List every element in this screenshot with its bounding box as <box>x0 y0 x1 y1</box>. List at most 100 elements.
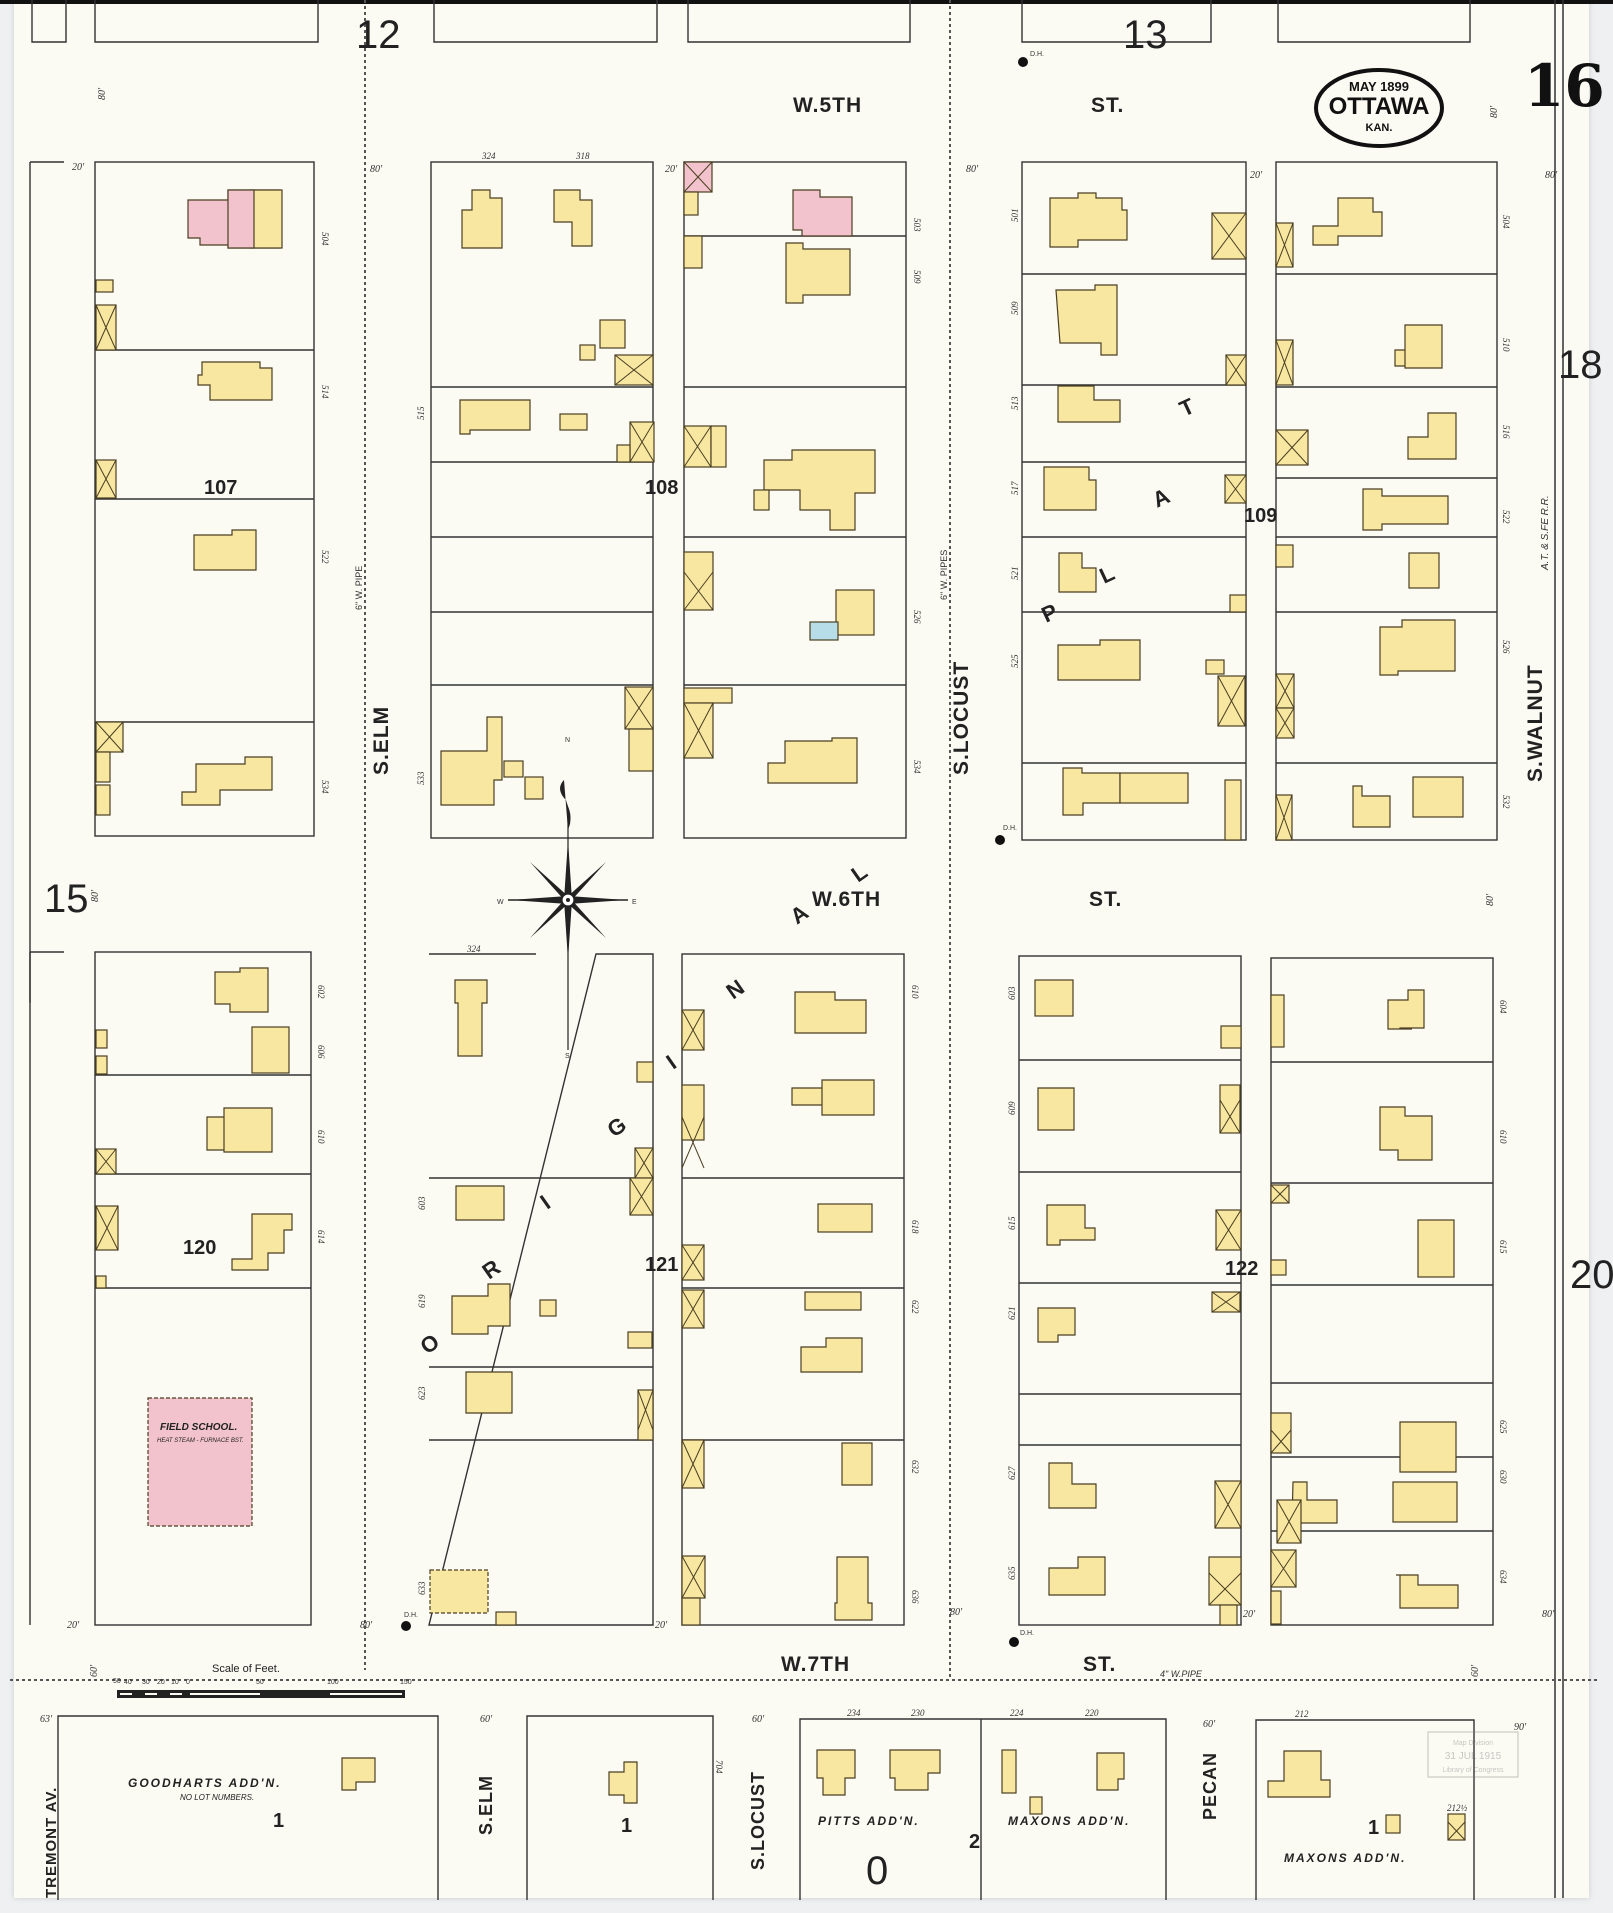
adjacent-sheet-13: 13 <box>1123 13 1168 57</box>
goodharts-addn: GOODHARTS ADD'N. <box>128 1776 282 1790</box>
svg-text:224: 224 <box>1010 1708 1024 1718</box>
map-sheet <box>14 0 1589 1898</box>
svg-text:633: 633 <box>417 1581 427 1595</box>
svg-text:509: 509 <box>912 270 922 284</box>
adjacent-sheet-12: 12 <box>356 13 401 57</box>
school-detail: HEAT STEAM - FURNACE BST. <box>157 1438 244 1444</box>
svg-text:80': 80' <box>950 1607 963 1618</box>
map-city: OTTAWA <box>1329 93 1430 120</box>
railroad-label: A.T. & S.FE R.R. <box>1540 495 1551 571</box>
field-school[interactable] <box>147 1397 253 1527</box>
svg-text:230: 230 <box>911 1708 925 1718</box>
svg-text:623: 623 <box>417 1386 427 1400</box>
svg-text:N: N <box>565 737 570 744</box>
svg-text:504: 504 <box>320 232 330 246</box>
svg-text:324: 324 <box>481 151 496 161</box>
svg-text:80': 80' <box>90 889 101 902</box>
svg-text:I: I <box>536 1190 555 1214</box>
svg-text:60': 60' <box>480 1714 493 1725</box>
block-number: 121 <box>645 1254 678 1276</box>
svg-text:80': 80' <box>97 87 108 100</box>
svg-text:603: 603 <box>417 1196 427 1210</box>
svg-text:Library of Congress: Library of Congress <box>1442 1767 1504 1774</box>
svg-text:T: T <box>1176 393 1199 422</box>
svg-text:625: 625 <box>1498 1420 1508 1434</box>
svg-text:602: 602 <box>316 985 326 999</box>
svg-text:534: 534 <box>912 760 922 774</box>
svg-text:10: 10 <box>171 1679 179 1686</box>
svg-text:212½: 212½ <box>1447 1803 1468 1813</box>
street-s-elm-lower: S.ELM <box>476 1775 496 1835</box>
map-date: MAY 1899 <box>1349 79 1409 94</box>
svg-text:627: 627 <box>1007 1466 1017 1480</box>
svg-text:234: 234 <box>847 1708 861 1718</box>
block-107[interactable]: 107 <box>29 161 315 1003</box>
svg-text:517: 517 <box>1010 481 1020 495</box>
svg-text:D.H.: D.H. <box>1003 825 1017 832</box>
svg-text:525: 525 <box>1010 654 1020 668</box>
street-w6th-st: ST. <box>1089 888 1122 911</box>
svg-text:80': 80' <box>1542 1609 1555 1620</box>
library-stamp: Map Division 31 JUL 1915 Library of Cong… <box>1427 1731 1519 1778</box>
svg-text:20': 20' <box>665 164 678 175</box>
svg-text:603: 603 <box>1007 986 1017 1000</box>
svg-text:L: L <box>1096 560 1119 588</box>
block-120[interactable]: FIELD SCHOOL. HEAT STEAM - FURNACE BST. … <box>29 951 312 1626</box>
pitts-block: 2 <box>969 1831 980 1853</box>
svg-text:20': 20' <box>72 162 85 173</box>
svg-text:509: 509 <box>1010 301 1020 315</box>
svg-text:60': 60' <box>1203 1719 1216 1730</box>
block-122[interactable]: 122 <box>1018 955 1494 1626</box>
address-labels: 504 514 522 534 324 318 515 533 503 509 … <box>316 151 1511 1813</box>
svg-text:504: 504 <box>1501 215 1511 229</box>
svg-text:A: A <box>1149 483 1174 512</box>
svg-text:513: 513 <box>1010 396 1020 410</box>
svg-text:20: 20 <box>157 1679 165 1686</box>
svg-text:80': 80' <box>966 164 979 175</box>
svg-text:534: 534 <box>320 780 330 794</box>
block-number: 122 <box>1225 1258 1258 1280</box>
top-partial-blocks <box>31 0 1471 43</box>
maxons-addn-1: MAXONS ADD'N. <box>1008 1814 1130 1828</box>
svg-text:515: 515 <box>416 406 426 420</box>
svg-text:P: P <box>1038 599 1062 628</box>
svg-text:G: G <box>603 1112 631 1142</box>
svg-text:80': 80' <box>1545 170 1558 181</box>
svg-text:606: 606 <box>316 1045 326 1059</box>
svg-text:619: 619 <box>417 1294 427 1308</box>
locust-pipe-label: 6" W. PIPES <box>939 550 949 600</box>
svg-text:D.H.: D.H. <box>1030 51 1044 58</box>
svg-text:80': 80' <box>1489 105 1500 118</box>
lower-blocks[interactable] <box>57 1715 1475 1900</box>
svg-text:A: A <box>786 899 813 929</box>
svg-text:521: 521 <box>1010 567 1020 581</box>
maxons-addn-2: MAXONS ADD'N. <box>1284 1851 1406 1865</box>
svg-text:100: 100 <box>327 1679 339 1686</box>
svg-text:80': 80' <box>370 164 383 175</box>
svg-text:610: 610 <box>316 1130 326 1144</box>
svg-text:318: 318 <box>575 151 590 161</box>
block-number: 108 <box>645 477 678 499</box>
street-s-locust-lower: S.LOCUST <box>748 1771 768 1870</box>
svg-text:532: 532 <box>1501 795 1511 809</box>
svg-text:90': 90' <box>1514 1722 1527 1733</box>
svg-text:60': 60' <box>1470 1664 1481 1677</box>
svg-text:D.H.: D.H. <box>1020 1630 1034 1637</box>
svg-text:615: 615 <box>1007 1216 1017 1230</box>
svg-text:533: 533 <box>416 771 426 785</box>
svg-text:80': 80' <box>360 1620 373 1631</box>
svg-text:50: 50 <box>113 1678 121 1685</box>
svg-text:40: 40 <box>124 1679 132 1686</box>
pitts-addn: PITTS ADD'N. <box>818 1814 920 1828</box>
elm-pipe-label: 6" W. PIPE <box>354 566 364 610</box>
svg-text:514: 514 <box>320 385 330 399</box>
block-121[interactable]: 121 <box>428 953 905 1626</box>
svg-text:501: 501 <box>1010 209 1020 223</box>
block-number: 109 <box>1244 505 1277 527</box>
block-109[interactable]: 109 <box>1021 161 1498 841</box>
svg-text:0: 0 <box>186 1679 190 1686</box>
svg-text:E: E <box>632 899 637 906</box>
block-108[interactable]: 108 <box>430 161 907 839</box>
street-w5th: W.5TH <box>793 94 862 117</box>
